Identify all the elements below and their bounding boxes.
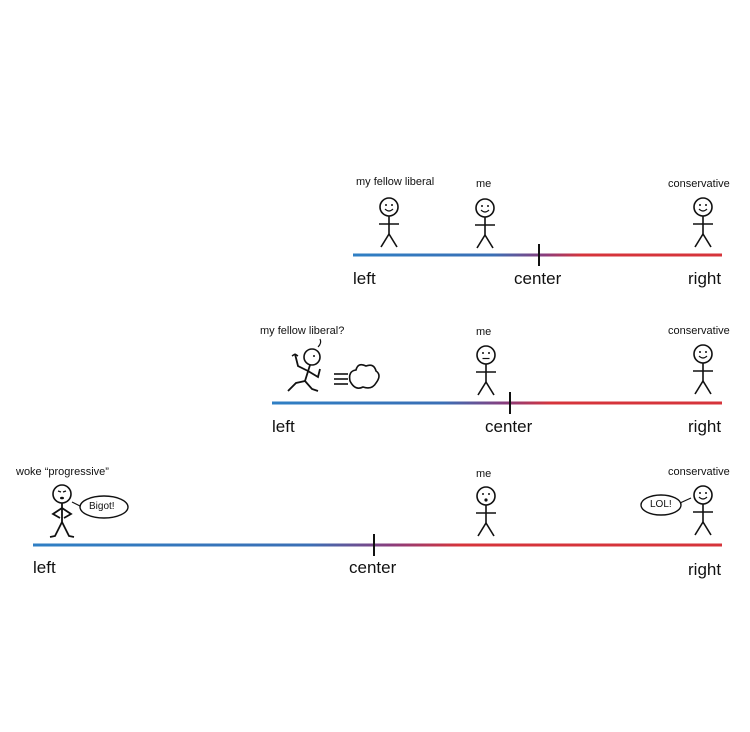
me-figure (476, 346, 496, 395)
panel-1 (353, 198, 722, 266)
me-label: me (476, 468, 492, 480)
fellow-liberal-label: my fellow liberal (356, 176, 435, 188)
lol-bubble-text: LOL! (650, 499, 672, 510)
conservative-figure (693, 198, 713, 247)
bigot-speech-bubble (71, 495, 129, 519)
conservative-figure (693, 345, 713, 394)
panel-3 (33, 484, 722, 556)
panel-2 (272, 338, 722, 414)
running-figure (287, 338, 322, 392)
bigot-bubble-text: Bigot! (89, 501, 115, 512)
fellow-liberal-label: my fellow liberal? (260, 325, 345, 337)
conservative-label: conservative (668, 325, 730, 337)
conservative-label: conservative (668, 466, 730, 478)
axis-center-label: center (349, 558, 397, 577)
dust-cloud (334, 363, 380, 389)
woke-figure (49, 484, 75, 538)
me-figure (475, 199, 495, 248)
axis-center-label: center (514, 269, 562, 288)
axis-left-label: left (353, 269, 376, 288)
axis-right-label: right (688, 560, 722, 579)
axis-center-label: center (485, 417, 533, 436)
conservative-label: conservative (668, 178, 730, 190)
me-figure (476, 487, 496, 536)
lol-speech-bubble (640, 494, 692, 516)
me-label: me (476, 326, 492, 338)
axis-right-label: right (688, 417, 722, 436)
axis-left-label: left (272, 417, 295, 436)
me-label: me (476, 178, 492, 190)
axis-right-label: right (688, 269, 722, 288)
axis-left-label: left (33, 558, 56, 577)
fellow-liberal-figure (379, 198, 399, 247)
woke-progressive-label: woke “progressive” (16, 466, 109, 478)
conservative-figure (693, 486, 713, 535)
